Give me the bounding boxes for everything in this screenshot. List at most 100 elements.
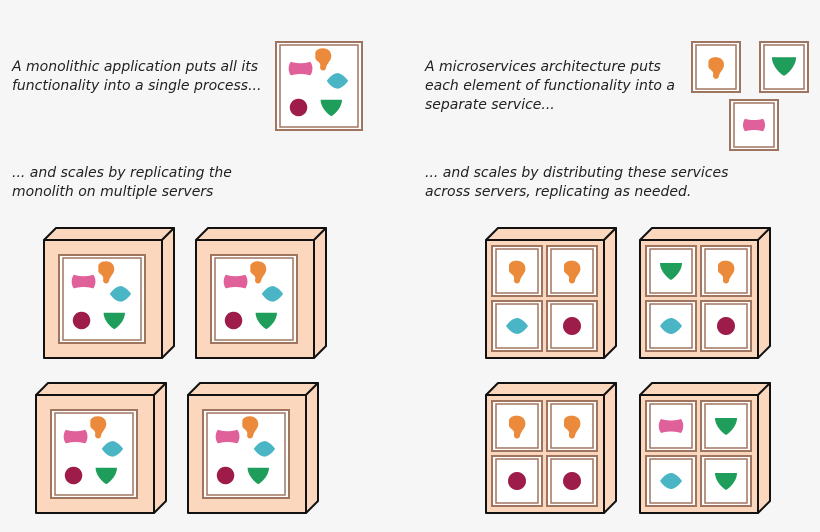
caption-microservices-scale: ... and scales by distributing these ser… bbox=[425, 164, 728, 202]
green-triangle-shape bbox=[715, 418, 737, 435]
teal-diamond-shape bbox=[261, 286, 284, 302]
caption-microservices-intro: A microservices architecture puts each e… bbox=[425, 58, 675, 115]
server-top-face bbox=[35, 382, 167, 396]
caption-monolith-intro: A monolithic application puts all its fu… bbox=[12, 58, 261, 96]
maroon-circle-shape bbox=[72, 311, 91, 330]
orange-blob-shape bbox=[90, 416, 107, 439]
monolith-process bbox=[58, 254, 146, 344]
teal-diamond-shape bbox=[101, 441, 124, 457]
green-triangle-shape bbox=[247, 467, 269, 485]
pink-bowtie-shape bbox=[223, 274, 248, 289]
monolith-server bbox=[43, 227, 175, 359]
microservice-process bbox=[700, 300, 752, 352]
server-side-face bbox=[757, 227, 771, 359]
microservice-process bbox=[700, 245, 752, 297]
green-triangle-shape bbox=[771, 57, 797, 76]
caption-line: A monolithic application puts all its bbox=[12, 59, 258, 75]
monolith-process bbox=[275, 41, 363, 131]
monolith-server bbox=[35, 382, 167, 514]
microservice-process bbox=[645, 245, 697, 297]
green-triangle-shape bbox=[255, 312, 277, 330]
monolith-process bbox=[210, 254, 298, 344]
teal-diamond-shape bbox=[660, 318, 682, 334]
green-triangle-shape bbox=[660, 263, 682, 280]
monolith-server bbox=[187, 382, 319, 514]
server-top-face bbox=[195, 227, 327, 241]
orange-blob-shape bbox=[564, 415, 581, 439]
microservice-server bbox=[639, 227, 771, 359]
monolith-process bbox=[50, 409, 138, 499]
caption-line: monolith on multiple servers bbox=[12, 184, 214, 200]
microservice-process bbox=[491, 300, 543, 352]
maroon-circle-shape bbox=[64, 466, 83, 485]
orange-blob-shape bbox=[242, 416, 259, 439]
orange-blob-shape bbox=[315, 48, 332, 71]
caption-monolith-scale: ... and scales by replicating the monoli… bbox=[12, 164, 232, 202]
server-top-face bbox=[43, 227, 175, 241]
microservice-process bbox=[546, 245, 598, 297]
maroon-circle-shape bbox=[563, 472, 581, 490]
server-top-face bbox=[187, 382, 319, 396]
caption-line: each element of functionality into a bbox=[425, 78, 675, 94]
green-triangle-shape bbox=[95, 467, 117, 485]
server-side-face bbox=[603, 227, 617, 359]
microservice-process bbox=[700, 455, 752, 507]
orange-blob-shape bbox=[509, 415, 526, 439]
teal-diamond-shape bbox=[326, 73, 349, 89]
server-side-face bbox=[757, 382, 771, 514]
microservice-process bbox=[491, 455, 543, 507]
teal-diamond-shape bbox=[506, 318, 528, 334]
pink-bowtie-shape bbox=[71, 274, 96, 289]
microservice-process bbox=[645, 455, 697, 507]
maroon-circle-shape bbox=[224, 311, 243, 330]
server-top-face bbox=[639, 227, 771, 241]
microservice-process bbox=[546, 400, 598, 452]
monolith-process bbox=[202, 409, 290, 499]
microservice-process bbox=[700, 400, 752, 452]
pink-bowtie-shape bbox=[658, 419, 684, 433]
orange-blob-shape bbox=[509, 260, 526, 284]
server-side-face bbox=[313, 227, 327, 359]
teal-diamond-shape bbox=[660, 473, 682, 489]
teal-diamond-shape bbox=[253, 441, 276, 457]
pink-bowtie-shape bbox=[288, 61, 313, 76]
caption-line: functionality into a single process... bbox=[12, 78, 262, 94]
caption-line: ... and scales by distributing these ser… bbox=[425, 165, 729, 181]
microservice-process bbox=[491, 400, 543, 452]
caption-line: A microservices architecture puts bbox=[425, 59, 661, 75]
microservice-process bbox=[546, 455, 598, 507]
orange-blob-shape bbox=[708, 57, 724, 79]
monolith-server bbox=[195, 227, 327, 359]
microservice-process bbox=[546, 300, 598, 352]
green-triangle-shape bbox=[103, 312, 125, 330]
microservice-server bbox=[485, 227, 617, 359]
microservice-process bbox=[491, 245, 543, 297]
server-side-face bbox=[161, 227, 175, 359]
green-triangle-shape bbox=[320, 99, 342, 117]
orange-blob-shape bbox=[564, 260, 581, 284]
server-top-face bbox=[485, 382, 617, 396]
microservice-server bbox=[485, 382, 617, 514]
maroon-circle-shape bbox=[563, 317, 581, 335]
microservice-green bbox=[759, 41, 809, 93]
pink-bowtie-shape bbox=[742, 118, 766, 132]
server-top-face bbox=[485, 227, 617, 241]
maroon-circle-shape bbox=[216, 466, 235, 485]
microservice-process bbox=[645, 300, 697, 352]
maroon-circle-shape bbox=[289, 98, 308, 117]
server-side-face bbox=[153, 382, 167, 514]
pink-bowtie-shape bbox=[215, 429, 240, 444]
microservice-server bbox=[639, 382, 771, 514]
maroon-circle-shape bbox=[717, 317, 735, 335]
teal-diamond-shape bbox=[109, 286, 132, 302]
microservice-process bbox=[645, 400, 697, 452]
orange-blob-shape bbox=[718, 260, 735, 284]
caption-line: separate service... bbox=[425, 97, 555, 113]
pink-bowtie-shape bbox=[63, 429, 88, 444]
green-triangle-shape bbox=[715, 473, 737, 490]
caption-line: ... and scales by replicating the bbox=[12, 165, 232, 181]
orange-blob-shape bbox=[98, 261, 115, 284]
microservice-orange bbox=[691, 41, 741, 93]
server-side-face bbox=[305, 382, 319, 514]
